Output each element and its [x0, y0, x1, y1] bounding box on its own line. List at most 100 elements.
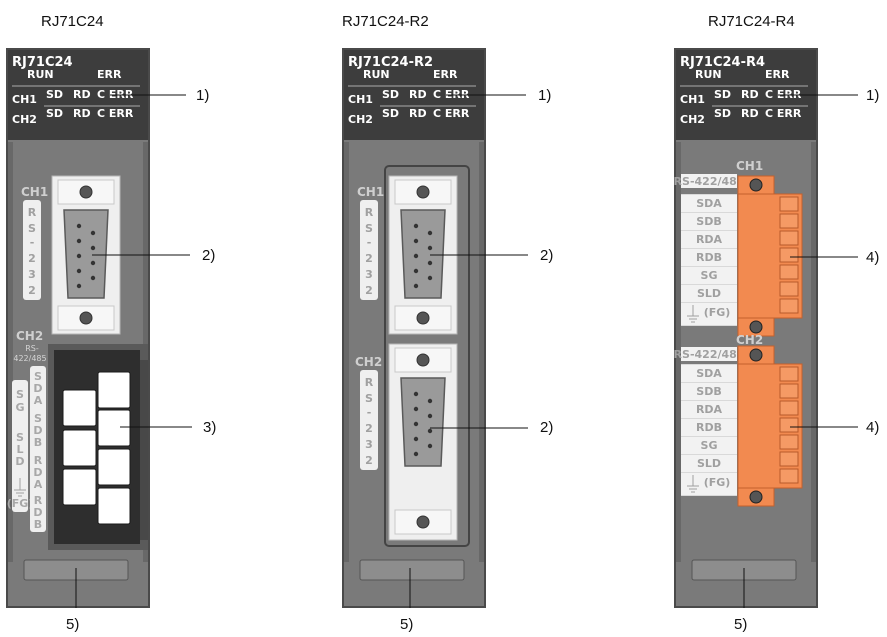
port-type-char: 2	[28, 252, 36, 265]
module-rj71c24: RJ71C24 RJ71C24 RUN ERR CH1 SD RD C ERR …	[6, 13, 216, 633]
screw-icon	[749, 178, 763, 192]
pin-label: SDB	[696, 215, 721, 228]
ch2-led-label: CH2	[348, 113, 373, 126]
pin-label-char: D	[15, 455, 24, 468]
port-type-plate	[681, 347, 737, 361]
screw-icon	[749, 348, 763, 362]
callout-label: 1)	[196, 87, 209, 104]
pin-label: SLD	[697, 457, 721, 470]
port-type-char: S	[28, 222, 36, 235]
port-frame	[384, 165, 470, 547]
terminal-latch	[140, 360, 148, 540]
callout-label: 2)	[202, 247, 215, 264]
pin-label: SDA	[696, 197, 722, 210]
dsub-pins	[413, 391, 433, 457]
screw-icon	[79, 185, 93, 199]
ch1-led-rd: RD	[741, 88, 759, 101]
ch2-led-cerr: C ERR	[433, 107, 470, 120]
pin-label: SG	[701, 269, 718, 282]
module-rj71c24-r2: RJ71C24-R2 RJ71C24-R2 RUN ERR CH1 SD RD …	[342, 13, 553, 633]
callout-label: 4)	[866, 249, 879, 266]
led-run-label: RUN	[27, 68, 54, 81]
ground-icon	[687, 475, 699, 493]
dsub-pins	[76, 223, 96, 289]
ch2-led-rd: RD	[409, 107, 427, 120]
port-type-char: 2	[365, 284, 373, 297]
pin-label: SG	[701, 439, 718, 452]
port-type-label: RS-422/485	[674, 348, 745, 361]
callout-label: 1)	[866, 87, 879, 104]
pin-label-char: S	[34, 370, 42, 383]
screw-icon	[79, 311, 93, 325]
port-type-char: 2	[365, 422, 373, 435]
pin-label-char: G	[15, 401, 24, 414]
ch2-rs422-485-terminal: CH2 RS- 422/485 S G S L D (FG) S D A S D…	[7, 329, 148, 550]
port-type-plate	[360, 370, 378, 470]
callout-label: 2)	[540, 247, 553, 264]
pin-label-char: R	[34, 494, 43, 507]
pin-label: SLD	[697, 287, 721, 300]
module-rj71c24-r4: RJ71C24-R4 RJ71C24-R4 RUN ERR CH1 SD RD …	[674, 13, 880, 633]
led-err-label: ERR	[765, 68, 790, 81]
ch1-led-label: CH1	[12, 93, 37, 106]
ch1-port-label: CH1	[357, 185, 384, 199]
port-type-char: R	[365, 206, 374, 219]
ch2-led-sd: SD	[46, 107, 63, 120]
led-run-label: RUN	[363, 68, 390, 81]
dsub-pins	[413, 223, 433, 289]
ground-icon	[14, 478, 26, 497]
ch2-rs422-485-terminal: CH2 RS-422/485 SDA SDB RDA RDB SG SLD (F…	[674, 333, 803, 507]
led-indicator-panel: RJ71C24 RUN ERR CH1 SD RD C ERR CH2 SD R…	[8, 50, 148, 140]
ch2-led-label: CH2	[680, 113, 705, 126]
port-type-plate	[360, 200, 378, 300]
pin-label: RDA	[696, 403, 723, 416]
pin-label-char: D	[33, 466, 42, 479]
bottom-tab	[359, 559, 465, 581]
pin-label-char: S	[16, 431, 24, 444]
body-left-rail	[676, 142, 681, 562]
port-type-char: S	[365, 392, 373, 405]
pin-label-plate-left	[12, 380, 28, 512]
ch2-led-cerr: C ERR	[765, 107, 802, 120]
pin-label-char: S	[34, 412, 42, 425]
ch2-rs232-connector: CH2 R S - 2 3 2	[355, 343, 458, 541]
screw-icon	[416, 311, 430, 325]
pin-label: (FG)	[704, 306, 731, 319]
terminal-wire-slots	[779, 196, 799, 314]
callout-label: 5)	[400, 616, 413, 633]
port-type-plate	[681, 174, 737, 188]
ch1-port-label: CH1	[21, 185, 48, 199]
body-right-rail	[811, 142, 816, 562]
port-type-char: 2	[28, 284, 36, 297]
body-right-rail	[479, 142, 484, 562]
ch2-port-label: CH2	[355, 355, 382, 369]
model-label: RJ71C24-R2	[348, 55, 433, 70]
port-type-char: 3	[365, 268, 373, 281]
pin-label-char: R	[34, 454, 43, 467]
dsub-9pin-shell	[400, 209, 446, 299]
model-label: RJ71C24	[12, 55, 73, 70]
port-type-label: RS-422/485	[674, 175, 745, 188]
callout-label: 1)	[538, 87, 551, 104]
led-err-label: ERR	[97, 68, 122, 81]
callout-label: 5)	[66, 616, 79, 633]
module-title: RJ71C24-R2	[342, 13, 429, 30]
port-type-line: 422/485	[13, 354, 46, 363]
pin-label-plate-right	[30, 366, 46, 532]
ch1-led-label: CH1	[348, 93, 373, 106]
ch2-led-label: CH2	[12, 113, 37, 126]
port-type-char: -	[30, 236, 35, 249]
ch2-led-rd: RD	[741, 107, 759, 120]
body-left-rail	[344, 142, 349, 562]
port-type-char: -	[367, 406, 372, 419]
module-title: RJ71C24-R4	[708, 13, 795, 30]
callout-label: 3)	[203, 419, 216, 436]
callout-label: 5)	[734, 616, 747, 633]
ch1-led-rd: RD	[73, 88, 91, 101]
pin-label-char: D	[33, 506, 42, 519]
pin-label-char: A	[34, 394, 43, 407]
pin-label-fg: (FG)	[7, 497, 34, 510]
port-type-char: S	[365, 222, 373, 235]
pin-label-char: B	[34, 436, 42, 449]
